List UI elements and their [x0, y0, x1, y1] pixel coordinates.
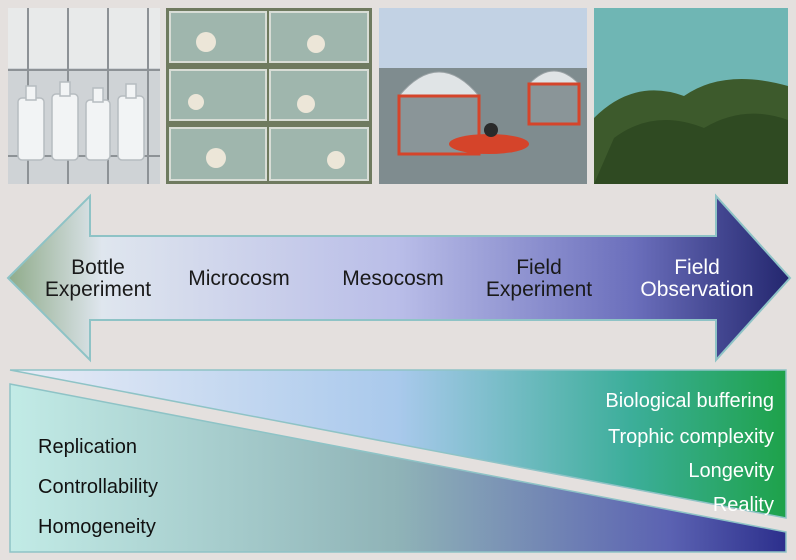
stage-line1: Mesocosm [342, 267, 444, 290]
stage-line2: Experiment [485, 278, 593, 301]
stage-bottle-experiment: Bottle Experiment [22, 257, 174, 301]
stage-line1: Field [516, 256, 562, 279]
stage-line1: Microcosm [188, 267, 290, 290]
stage-line2: Experiment [44, 278, 152, 301]
stage-field-observation: Field Observation [618, 257, 776, 301]
stage-microcosm: Microcosm [172, 268, 306, 290]
property-biological-buffering: Biological buffering [605, 390, 774, 412]
property-controllability: Controllability [38, 476, 159, 498]
property-homogeneity: Homogeneity [38, 516, 156, 538]
property-longevity: Longevity [688, 460, 774, 482]
stage-line1: Field [674, 256, 720, 279]
photo-mesocosm [379, 8, 587, 184]
property-replication: Replication [38, 436, 137, 458]
property-trophic-complexity: Trophic complexity [608, 426, 774, 448]
stage-mesocosm: Mesocosm [328, 268, 458, 290]
photo-microcosm [166, 8, 372, 184]
stage-line2: Observation [640, 278, 754, 301]
stage-line1: Bottle [71, 256, 125, 279]
photo-bottle-experiment [8, 8, 160, 184]
property-reality: Reality [712, 494, 774, 516]
photo-field-observation [594, 8, 788, 184]
stage-field-experiment: Field Experiment [462, 257, 616, 301]
